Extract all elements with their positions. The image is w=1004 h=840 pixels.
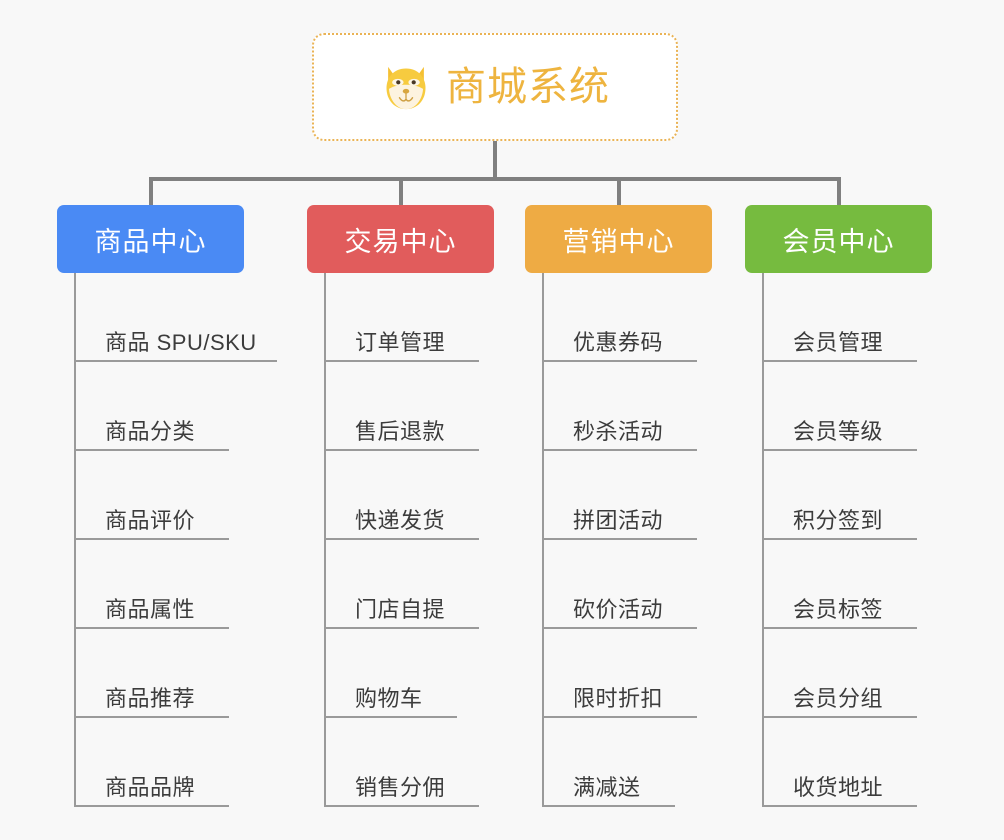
leaf-underline <box>324 449 479 451</box>
leaf-item[interactable]: 限时折扣 <box>542 629 697 718</box>
leaf-item-label: 商品评价 <box>105 508 196 533</box>
leaf-item[interactable]: 优惠券码 <box>542 273 697 362</box>
leaf-item[interactable]: 会员分组 <box>762 629 917 718</box>
leaf-item-label: 砍价活动 <box>573 597 664 622</box>
branch-header-label: 交易中心 <box>344 226 457 257</box>
leaf-underline <box>74 538 229 540</box>
leaf-item[interactable]: 商品推荐 <box>74 629 229 718</box>
leaf-item-label: 商品属性 <box>105 597 196 622</box>
leaf-item-label: 限时折扣 <box>573 686 664 711</box>
connector-horizontal-bus <box>149 177 841 181</box>
branch-header-0[interactable]: 商品中心 <box>57 205 244 273</box>
leaf-item-label: 优惠券码 <box>573 330 664 355</box>
leaf-item[interactable]: 满减送 <box>542 718 675 807</box>
leaf-item[interactable]: 会员标签 <box>762 540 917 629</box>
leaf-item[interactable]: 拼团活动 <box>542 451 697 540</box>
branch-header-label: 营销中心 <box>562 226 675 257</box>
leaf-item-label: 秒杀活动 <box>573 419 664 444</box>
leaf-item-label: 收货地址 <box>793 775 884 800</box>
leaf-item-label: 积分签到 <box>793 508 884 533</box>
shiba-dog-face-icon <box>386 66 426 110</box>
leaf-item[interactable]: 秒杀活动 <box>542 362 697 451</box>
branch-trunk-line <box>324 273 326 807</box>
leaf-underline <box>324 360 479 362</box>
leaf-underline <box>542 449 697 451</box>
leaf-item[interactable]: 会员等级 <box>762 362 917 451</box>
leaf-underline <box>74 716 229 718</box>
leaf-underline <box>542 360 697 362</box>
leaf-item-label: 会员管理 <box>793 330 884 355</box>
leaf-item[interactable]: 快递发货 <box>324 451 479 540</box>
connector-drop-2 <box>399 177 403 207</box>
leaf-underline <box>74 627 229 629</box>
leaf-item-label: 快递发货 <box>355 508 446 533</box>
leaf-item-label: 商品分类 <box>105 419 196 444</box>
root-node[interactable]: 商城系统 <box>312 33 678 141</box>
leaf-item[interactable]: 购物车 <box>324 629 457 718</box>
connector-drop-3 <box>617 177 621 207</box>
leaf-item-label: 满减送 <box>573 775 641 800</box>
leaf-item[interactable]: 门店自提 <box>324 540 479 629</box>
leaf-item[interactable]: 积分签到 <box>762 451 917 540</box>
leaf-item-label: 会员标签 <box>793 597 884 622</box>
connector-drop-4 <box>837 177 841 207</box>
leaf-item[interactable]: 售后退款 <box>324 362 479 451</box>
leaf-item-label: 门店自提 <box>355 597 446 622</box>
leaf-underline <box>324 716 457 718</box>
branch-trunk-line <box>762 273 764 807</box>
root-title: 商城系统 <box>446 65 610 109</box>
leaf-item[interactable]: 商品分类 <box>74 362 229 451</box>
leaf-underline <box>74 360 277 362</box>
leaf-item[interactable]: 商品评价 <box>74 451 229 540</box>
leaf-item-label: 购物车 <box>355 686 423 711</box>
leaf-item-label: 商品品牌 <box>105 775 196 800</box>
leaf-item[interactable]: 会员管理 <box>762 273 917 362</box>
leaf-underline <box>74 805 229 807</box>
leaf-underline <box>542 805 675 807</box>
leaf-item[interactable]: 订单管理 <box>324 273 479 362</box>
leaf-item-label: 会员等级 <box>793 419 884 444</box>
connector-root-stem <box>493 141 497 180</box>
leaf-underline <box>542 538 697 540</box>
branch-trunk-line <box>542 273 544 807</box>
leaf-item-label: 会员分组 <box>793 686 884 711</box>
leaf-underline <box>762 627 917 629</box>
branch-header-1[interactable]: 交易中心 <box>307 205 494 273</box>
leaf-underline <box>324 538 479 540</box>
leaf-underline <box>762 449 917 451</box>
leaf-item[interactable]: 收货地址 <box>762 718 917 807</box>
leaf-item[interactable]: 商品 SPU/SKU <box>74 273 277 362</box>
leaf-item-label: 商品 SPU/SKU <box>105 330 257 355</box>
leaf-item-label: 拼团活动 <box>573 508 664 533</box>
branch-header-3[interactable]: 会员中心 <box>745 205 932 273</box>
leaf-item-label: 订单管理 <box>355 330 446 355</box>
leaf-item[interactable]: 销售分佣 <box>324 718 479 807</box>
leaf-item-label: 商品推荐 <box>105 686 196 711</box>
leaf-underline <box>762 538 917 540</box>
leaf-item-label: 售后退款 <box>355 419 446 444</box>
branch-trunk-line <box>74 273 76 807</box>
leaf-underline <box>324 805 479 807</box>
leaf-item[interactable]: 商品品牌 <box>74 718 229 807</box>
leaf-item[interactable]: 砍价活动 <box>542 540 697 629</box>
branch-header-label: 会员中心 <box>782 226 895 257</box>
connector-drop-1 <box>149 177 153 207</box>
leaf-underline <box>762 805 917 807</box>
leaf-underline <box>74 449 229 451</box>
leaf-underline <box>542 716 697 718</box>
leaf-underline <box>324 627 479 629</box>
branch-header-label: 商品中心 <box>94 226 207 257</box>
leaf-underline <box>762 716 917 718</box>
leaf-underline <box>762 360 917 362</box>
branch-header-2[interactable]: 营销中心 <box>525 205 712 273</box>
leaf-underline <box>542 627 697 629</box>
leaf-item[interactable]: 商品属性 <box>74 540 229 629</box>
leaf-item-label: 销售分佣 <box>355 775 446 800</box>
